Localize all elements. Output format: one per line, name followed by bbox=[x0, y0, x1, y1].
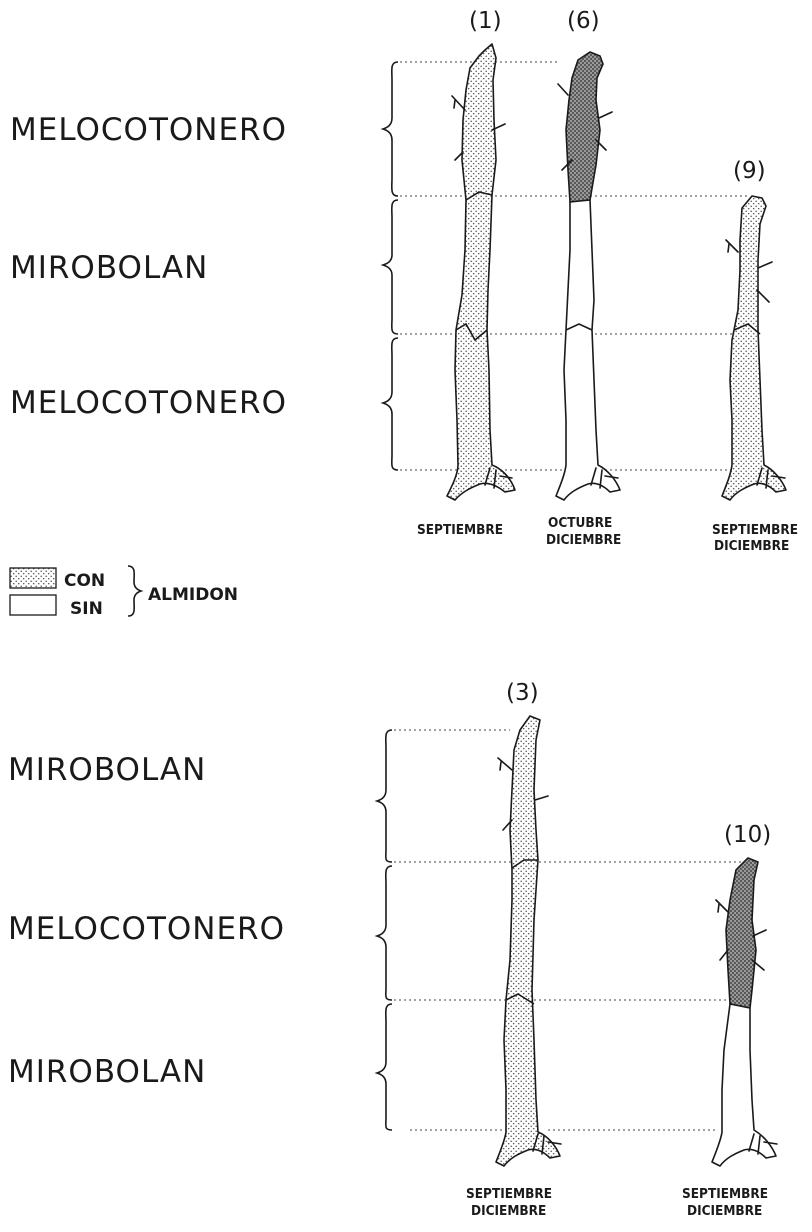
plant-6-lower-stem bbox=[556, 200, 620, 500]
legend-swatch-sin bbox=[10, 595, 56, 615]
zone-label-top-3: MELOCOTONERO bbox=[10, 385, 287, 421]
plant-3-date-2: DICIEMBRE bbox=[471, 1203, 546, 1219]
brace-top-2 bbox=[383, 200, 398, 334]
plant-10: (10) SEPTIEMBRE DICIEMBRE bbox=[682, 822, 777, 1219]
top-group: MELOCOTONERO MIROBOLAN MELOCOTONERO (1) … bbox=[10, 8, 798, 554]
zone-label-bottom-2: MELOCOTONERO bbox=[8, 911, 285, 947]
plant-3: (3) SEPTIEMBRE DICIEMBRE bbox=[466, 680, 561, 1219]
plant-id-6: (6) bbox=[567, 8, 600, 34]
plant-1-date: SEPTIEMBRE bbox=[417, 522, 503, 538]
brace-bottom-1 bbox=[377, 730, 392, 862]
legend-label-almidon: ALMIDON bbox=[148, 585, 238, 605]
plant-6-date-1: OCTUBRE bbox=[548, 515, 612, 531]
brace-top-1 bbox=[383, 62, 398, 196]
brace-bottom-3 bbox=[377, 1004, 392, 1130]
plant-id-9: (9) bbox=[733, 158, 766, 184]
brace-bottom-2 bbox=[377, 866, 392, 1000]
zone-label-top-2: MIROBOLAN bbox=[10, 250, 208, 286]
legend-brace bbox=[128, 566, 141, 616]
plant-id-1: (1) bbox=[469, 8, 502, 34]
plant-6-scion-dense bbox=[566, 52, 603, 202]
bottom-group: MIROBOLAN MELOCOTONERO MIROBOLAN (3) SEP… bbox=[8, 680, 777, 1219]
zone-label-top-1: MELOCOTONERO bbox=[10, 112, 287, 148]
plant-10-date-1: SEPTIEMBRE bbox=[682, 1186, 768, 1202]
zone-label-bottom-1: MIROBOLAN bbox=[8, 752, 206, 788]
legend-label-sin: SIN bbox=[70, 599, 103, 619]
brace-top-3 bbox=[383, 338, 398, 470]
plant-9-stem bbox=[722, 196, 786, 500]
plant-6-date-2: DICIEMBRE bbox=[546, 532, 621, 548]
plant-9-date-1: SEPTIEMBRE bbox=[712, 522, 798, 538]
plant-9-date-2: DICIEMBRE bbox=[714, 538, 789, 554]
plant-1-stem bbox=[447, 44, 515, 500]
plant-10-date-2: DICIEMBRE bbox=[687, 1203, 762, 1219]
legend: CON SIN ALMIDON bbox=[10, 566, 238, 619]
legend-swatch-con bbox=[10, 568, 56, 588]
plant-1: (1) SEPTIEMBRE bbox=[417, 8, 515, 538]
plant-3-date-1: SEPTIEMBRE bbox=[466, 1186, 552, 1202]
plant-6: (6) OCTUBRE DICIEMBRE bbox=[546, 8, 621, 548]
plant-10-scion-dense bbox=[726, 858, 758, 1008]
legend-label-con: CON bbox=[64, 571, 105, 591]
plant-id-3: (3) bbox=[506, 680, 539, 706]
plant-3-stem bbox=[496, 716, 560, 1166]
plant-9: (9) SEPTIEMBRE DICIEMBRE bbox=[712, 158, 798, 554]
plant-id-10: (10) bbox=[724, 822, 771, 848]
zone-label-bottom-3: MIROBOLAN bbox=[8, 1054, 206, 1090]
